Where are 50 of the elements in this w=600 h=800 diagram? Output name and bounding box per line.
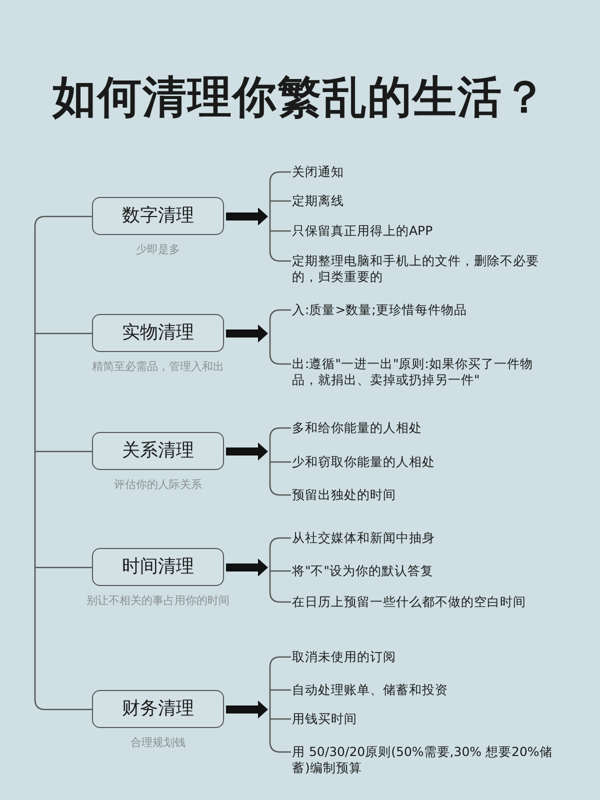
- branch-line: [270, 200, 291, 202]
- list-item-text: 多和给你能量的人相处: [292, 420, 557, 436]
- list-item-text: 用钱买时间: [292, 711, 557, 727]
- branch-line: [270, 570, 291, 572]
- block-arrow: [226, 558, 268, 576]
- list-item-text: 用 50/30/20原则(50%需要,30% 想要20%储蓄)编制预算: [292, 744, 557, 776]
- block-arrow: [226, 208, 268, 226]
- list-item-text: 少和窃取你能量的人相处: [292, 454, 557, 470]
- list-item-text: 从社交媒体和新闻中抽身: [292, 530, 557, 546]
- list-item-text: 预留出独处的时间: [292, 487, 557, 503]
- branch-line: [270, 461, 291, 463]
- category-box: 时间清理: [92, 548, 224, 586]
- category-box: 数字清理: [92, 197, 224, 235]
- block-arrow: [226, 442, 268, 460]
- list-item-text: 自动处理账单、储蓄和投资: [292, 682, 557, 698]
- block-arrow: [226, 700, 268, 718]
- bracket-line: [269, 548, 271, 592]
- branch-line: [269, 250, 291, 262]
- list-item-text: 关闭通知: [292, 164, 557, 180]
- bracket-line: [269, 320, 271, 354]
- list-item-text: 定期离线: [292, 193, 557, 209]
- category-box: 实物清理: [92, 314, 224, 352]
- list-item-text: 定期整理电脑和手机上的文件，删除不必要的，归类重要的: [292, 253, 557, 285]
- branch-line: [270, 230, 291, 232]
- bracket-line: [269, 182, 271, 251]
- title: 如何清理你繁乱的生活？: [51, 71, 548, 125]
- list-item-text: 在日历上预留一些什么都不做的空白时间: [292, 594, 557, 610]
- bracket-line: [269, 667, 271, 742]
- list-item-text: 出:遵循"一进一出"原则:如果你买了一件物品，就捐出、卖掉或扔掉另一件": [292, 356, 557, 388]
- box-subtitle: 别让不相关的事占用你的时间: [86, 593, 230, 608]
- list-item-text: 入:质量>数量;更珍惜每件物品: [292, 302, 557, 318]
- branch-line: [269, 171, 291, 182]
- branch-line: [270, 718, 291, 720]
- list-item-text: 取消未使用的订阅: [292, 649, 557, 665]
- branch-line: [269, 592, 291, 603]
- box-subtitle: 评估你的人际关系: [113, 477, 203, 492]
- box-subtitle: 合理规划钱: [130, 735, 186, 750]
- branch-line: [270, 689, 291, 691]
- list-item-text: 将"不"设为你的默认答复: [292, 563, 557, 579]
- branch-line: [35, 332, 92, 334]
- list-item-text: 只保留真正用得上的APP: [292, 223, 557, 239]
- bracket-line: [34, 226, 36, 700]
- block-arrow: [226, 324, 268, 342]
- category-box: 财务清理: [92, 690, 224, 728]
- branch-line: [35, 450, 92, 452]
- box-subtitle: 精简至必需品，管理入和出: [91, 359, 225, 374]
- branch-line: [35, 566, 92, 568]
- category-box: 关系清理: [92, 432, 224, 470]
- box-subtitle: 少即是多: [135, 242, 181, 257]
- bracket-line: [269, 438, 271, 485]
